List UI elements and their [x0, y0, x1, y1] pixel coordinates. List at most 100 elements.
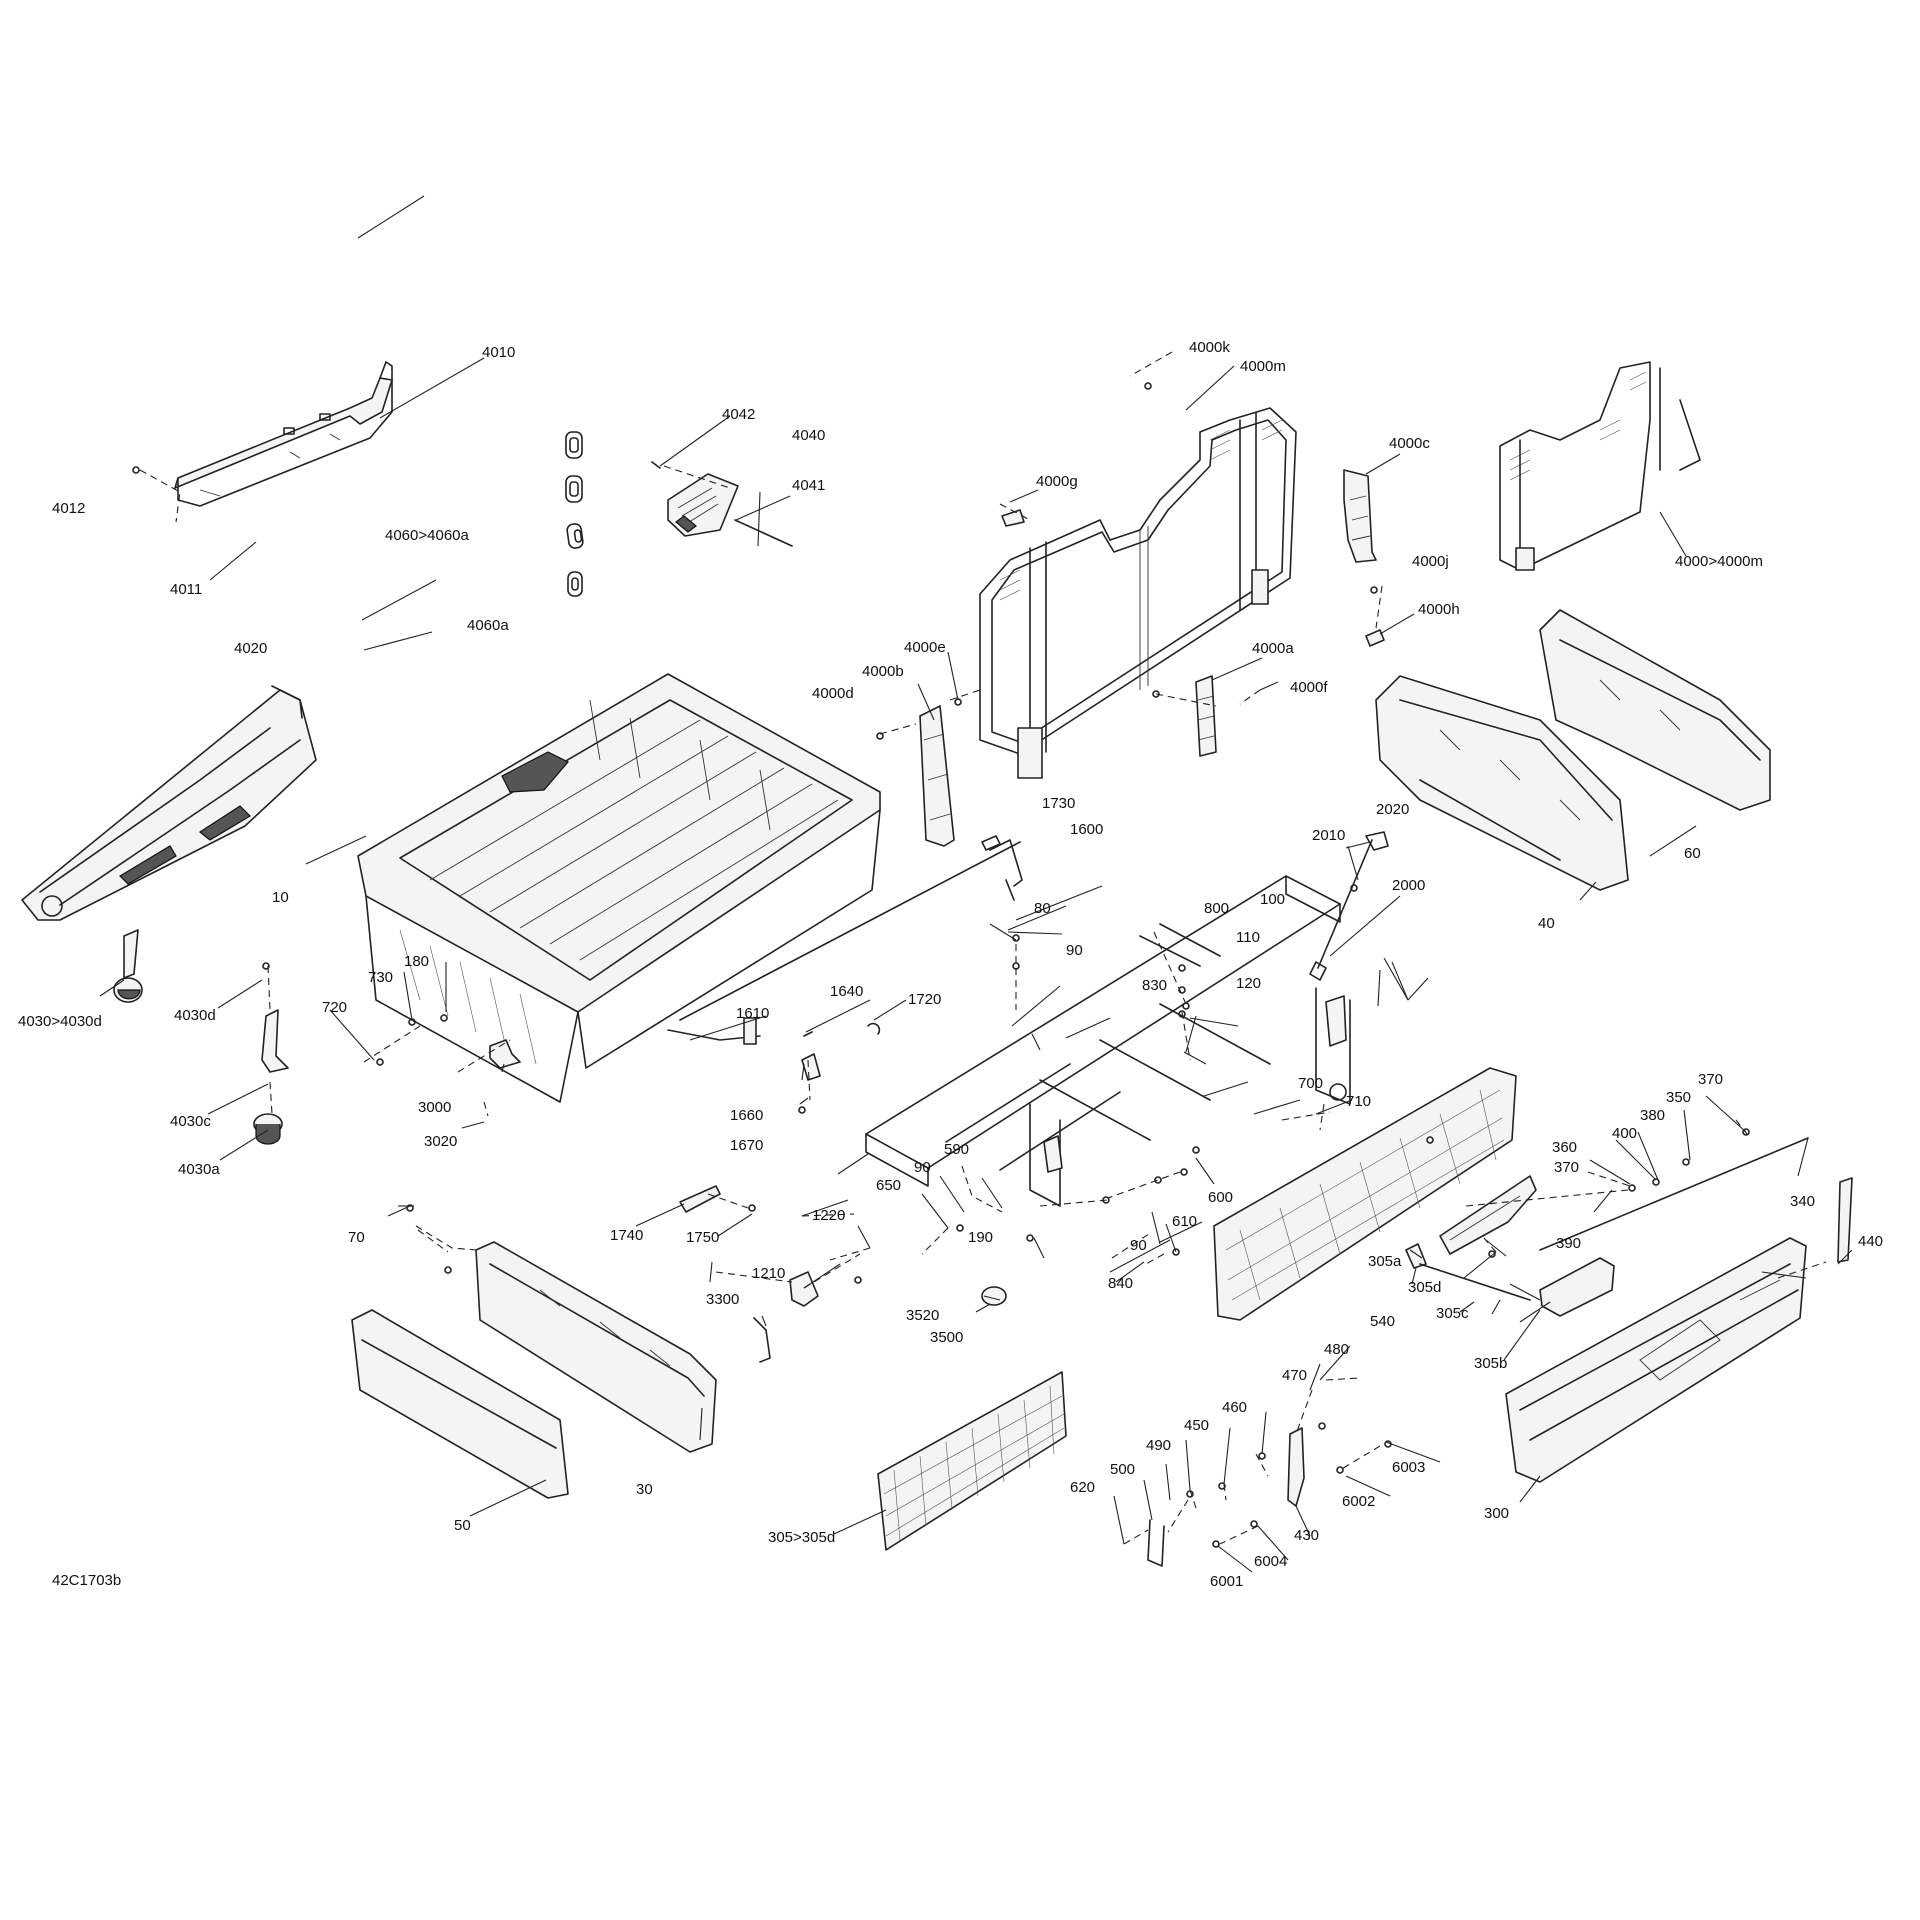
callout-2000[interactable]: 2000 [1392, 877, 1425, 894]
callout-700[interactable]: 700 [1298, 1075, 1323, 1092]
callout-540[interactable]: 540 [1370, 1313, 1395, 1330]
part-10-cargo-box[interactable] [357, 673, 881, 1103]
callout-600[interactable]: 600 [1208, 1189, 1233, 1206]
callout-305d[interactable]: 305d [1408, 1279, 1441, 1296]
callout-305c[interactable]: 305c [1436, 1305, 1469, 1322]
callout-4042[interactable]: 4042 [722, 406, 755, 423]
callout-4012[interactable]: 4012 [52, 500, 85, 517]
part-4020-side-rail[interactable] [21, 685, 317, 921]
callout-305a[interactable]: 305a [1368, 1253, 1402, 1270]
part-340-rod[interactable] [1539, 1137, 1809, 1251]
callout-1750[interactable]: 1750 [686, 1229, 719, 1246]
part-3500-cap[interactable] [981, 1286, 1007, 1306]
callout-1740[interactable]: 1740 [610, 1227, 643, 1244]
part-305a-cover[interactable] [1439, 1175, 1537, 1255]
callout-1640[interactable]: 1640 [830, 983, 863, 1000]
callout-4000f[interactable]: 4000f [1290, 679, 1328, 696]
callout-610[interactable]: 610 [1172, 1213, 1197, 1230]
callout-380[interactable]: 380 [1640, 1107, 1665, 1124]
part-1600-rod[interactable] [679, 839, 1023, 1021]
callout-50[interactable]: 50 [454, 1517, 471, 1534]
callout-3300[interactable]: 3300 [706, 1291, 739, 1308]
callout-4041[interactable]: 4041 [792, 477, 825, 494]
part-40-side-panel[interactable] [1375, 675, 1629, 891]
callout-10[interactable]: 10 [272, 889, 289, 906]
part-300-tailgate[interactable] [1505, 1237, 1807, 1483]
part-700-710-liner[interactable] [1213, 1067, 1517, 1321]
part-4030a-bushing[interactable] [253, 1113, 283, 1145]
callout-1210[interactable]: 1210 [752, 1265, 785, 1282]
callout-300[interactable]: 300 [1484, 1505, 1509, 1522]
callout-730[interactable]: 730 [368, 969, 393, 986]
part-3300-plate[interactable] [753, 1317, 771, 1363]
part-4000a-hinge[interactable] [1195, 675, 1217, 757]
callout-3020[interactable]: 3020 [424, 1133, 457, 1150]
callout-4000k[interactable]: 4000k [1189, 339, 1230, 356]
part-3000-bracket[interactable] [489, 1039, 521, 1069]
callout-4000d[interactable]: 4000d [812, 685, 854, 702]
callout-830[interactable]: 830 [1142, 977, 1167, 994]
callout-720[interactable]: 720 [322, 999, 347, 1016]
callout-305-305d[interactable]: 305>305d [768, 1529, 835, 1546]
part-60-side-panel[interactable] [1539, 609, 1771, 811]
callout-620[interactable]: 620 [1070, 1479, 1095, 1496]
part-4060a-grommets[interactable] [565, 431, 584, 597]
callout-4000c[interactable]: 4000c [1389, 435, 1430, 452]
callout-4000m[interactable]: 4000m [1240, 358, 1286, 375]
callout-2020[interactable]: 2020 [1376, 801, 1409, 818]
callout-430[interactable]: 430 [1294, 1527, 1319, 1544]
callout-4000e[interactable]: 4000e [904, 639, 946, 656]
callout-4040[interactable]: 4040 [792, 427, 825, 444]
part-4041-pin[interactable] [734, 519, 793, 547]
callout-340[interactable]: 340 [1790, 1193, 1815, 1210]
part-4000b-bracket[interactable] [919, 705, 955, 847]
callout-1660[interactable]: 1660 [730, 1107, 763, 1124]
callout-90-top[interactable]: 90 [1066, 942, 1083, 959]
callout-840[interactable]: 840 [1108, 1275, 1133, 1292]
part-2000-strut[interactable] [1309, 831, 1389, 981]
callout-450[interactable]: 450 [1184, 1417, 1209, 1434]
callout-1730[interactable]: 1730 [1042, 795, 1075, 812]
callout-650[interactable]: 650 [876, 1177, 901, 1194]
part-305-liner[interactable] [877, 1371, 1067, 1551]
callout-4010[interactable]: 4010 [482, 344, 515, 361]
part-4000c-bracket[interactable] [1343, 469, 1377, 563]
part-30-panel[interactable] [475, 1241, 717, 1453]
part-1740-plate[interactable] [679, 1185, 721, 1213]
part-430-latch-plate[interactable] [1287, 1427, 1305, 1507]
part-4040-latch[interactable] [651, 461, 739, 537]
callout-40[interactable]: 40 [1538, 915, 1555, 932]
callout-4030d[interactable]: 4030d [174, 1007, 216, 1024]
callout-1610[interactable]: 1610 [736, 1005, 769, 1022]
callout-1220[interactable]: 1220 [812, 1207, 845, 1224]
callout-190[interactable]: 190 [968, 1229, 993, 1246]
callout-1670[interactable]: 1670 [730, 1137, 763, 1154]
callout-4000-4000m[interactable]: 4000>4000m [1675, 553, 1763, 570]
callout-4030c[interactable]: 4030c [170, 1113, 211, 1130]
callout-80[interactable]: 80 [1034, 900, 1051, 917]
callout-2010[interactable]: 2010 [1312, 827, 1345, 844]
part-540-spring[interactable] [1405, 1243, 1427, 1269]
callout-4000g[interactable]: 4000g [1036, 473, 1078, 490]
callout-6003[interactable]: 6003 [1392, 1459, 1425, 1476]
callout-60[interactable]: 60 [1684, 845, 1701, 862]
callout-360[interactable]: 360 [1552, 1139, 1577, 1156]
callout-800[interactable]: 800 [1204, 900, 1229, 917]
part-1640-clip[interactable] [803, 1031, 813, 1037]
callout-4020[interactable]: 4020 [234, 640, 267, 657]
callout-370-left[interactable]: 370 [1554, 1159, 1579, 1176]
callout-90-bottom[interactable]: 90 [1130, 1237, 1147, 1254]
part-500-cable[interactable] [1147, 1519, 1165, 1567]
part-4000g-pad[interactable] [1001, 509, 1025, 527]
callout-6004[interactable]: 6004 [1254, 1553, 1287, 1570]
callout-30[interactable]: 30 [636, 1481, 653, 1498]
callout-6001[interactable]: 6001 [1210, 1573, 1243, 1590]
callout-4011[interactable]: 4011 [170, 581, 202, 598]
callout-470[interactable]: 470 [1282, 1367, 1307, 1384]
part-1730-clip[interactable] [981, 835, 1001, 851]
callout-4030a[interactable]: 4030a [178, 1161, 220, 1178]
part-440-latch[interactable] [1837, 1177, 1853, 1263]
callout-1720[interactable]: 1720 [908, 991, 941, 1008]
part-50-panel[interactable] [351, 1309, 569, 1499]
callout-180[interactable]: 180 [404, 953, 429, 970]
